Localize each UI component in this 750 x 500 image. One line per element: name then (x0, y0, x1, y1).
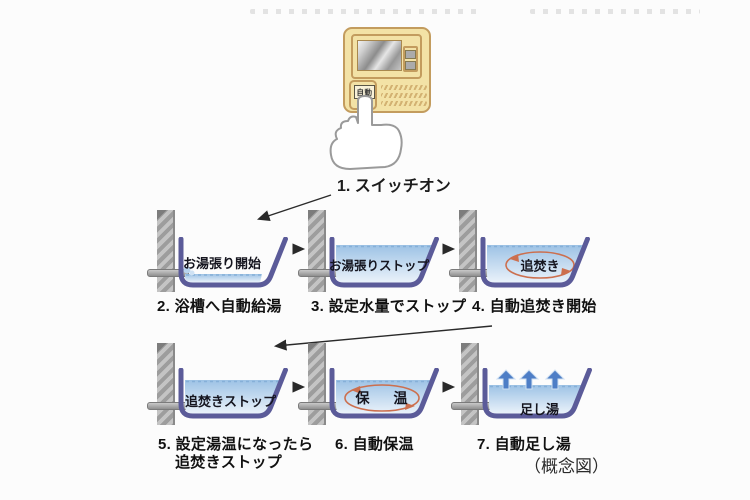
water-full (489, 385, 582, 414)
scan-artifact (530, 9, 700, 14)
water-splash (183, 266, 191, 274)
step5-figure: 追焚きストップ 5. 設定湯温になったら 追焚きストップ (147, 343, 317, 473)
scan-artifact (250, 9, 480, 14)
step-caption: 2. 浴槽へ自動給湯 (157, 298, 282, 315)
tub-outline (178, 368, 288, 419)
step1-caption: 1. スイッチオン (337, 178, 451, 195)
tub-state-label: 追焚きストップ (185, 394, 277, 409)
tub-outline (178, 237, 288, 288)
tub-state-label: お湯張り開始 (183, 256, 262, 271)
step7-figure: 足し湯 7. 自動足し湯 (451, 343, 621, 473)
remote-texture-lines (381, 85, 427, 111)
tub-state-label: 足し湯 (520, 402, 560, 417)
step-caption: 3. 設定水量でストップ (311, 298, 467, 315)
remote-display-panel (351, 34, 422, 79)
concept-note: （概念図） (524, 457, 609, 476)
step-caption-line1: 5. 設定湯温になったら (158, 436, 314, 453)
water-low (185, 274, 262, 283)
bathtub-add-water (482, 368, 592, 419)
tub-state-label: 追焚き (520, 258, 560, 274)
step-caption: 4. 自動追焚き開始 (472, 298, 597, 315)
tub-outline (482, 368, 592, 419)
step-caption: 7. 自動足し湯 (477, 436, 572, 453)
tub-state-label: お湯張りストップ (329, 259, 430, 273)
tub-outline (329, 237, 439, 288)
circulation-arrows-icon (344, 384, 420, 412)
step2-figure: お湯張り開始 2. 浴槽へ自動給湯 (147, 210, 317, 340)
remote-side-buttons[interactable] (403, 46, 418, 72)
step-caption-line2: 追焚きストップ (175, 454, 283, 471)
step-caption: 6. 自動保温 (335, 436, 414, 453)
remote-screen (357, 40, 402, 71)
pointing-hand-icon (329, 95, 403, 170)
tub-outline (329, 368, 439, 419)
step4-figure: 追焚き 4. 自動追焚き開始 (449, 210, 619, 340)
add-water-arrows-icon (495, 369, 566, 390)
bathtub-reheating (480, 237, 590, 288)
step6-figure: 保 温 6. 自動保温 (298, 343, 468, 473)
circulation-arrows-icon (505, 251, 575, 279)
bathtub-reheat-stop (178, 368, 288, 419)
step3-figure: お湯張りストップ 3. 設定水量でストップ (298, 210, 468, 340)
bathtub-full (329, 237, 439, 288)
bathtub-filling (178, 237, 288, 288)
bathtub-keep-warm (329, 368, 439, 419)
water-full (336, 245, 432, 283)
tub-outline (480, 237, 590, 288)
water-full (185, 380, 280, 414)
tub-state-label: 保 温 (355, 390, 413, 406)
